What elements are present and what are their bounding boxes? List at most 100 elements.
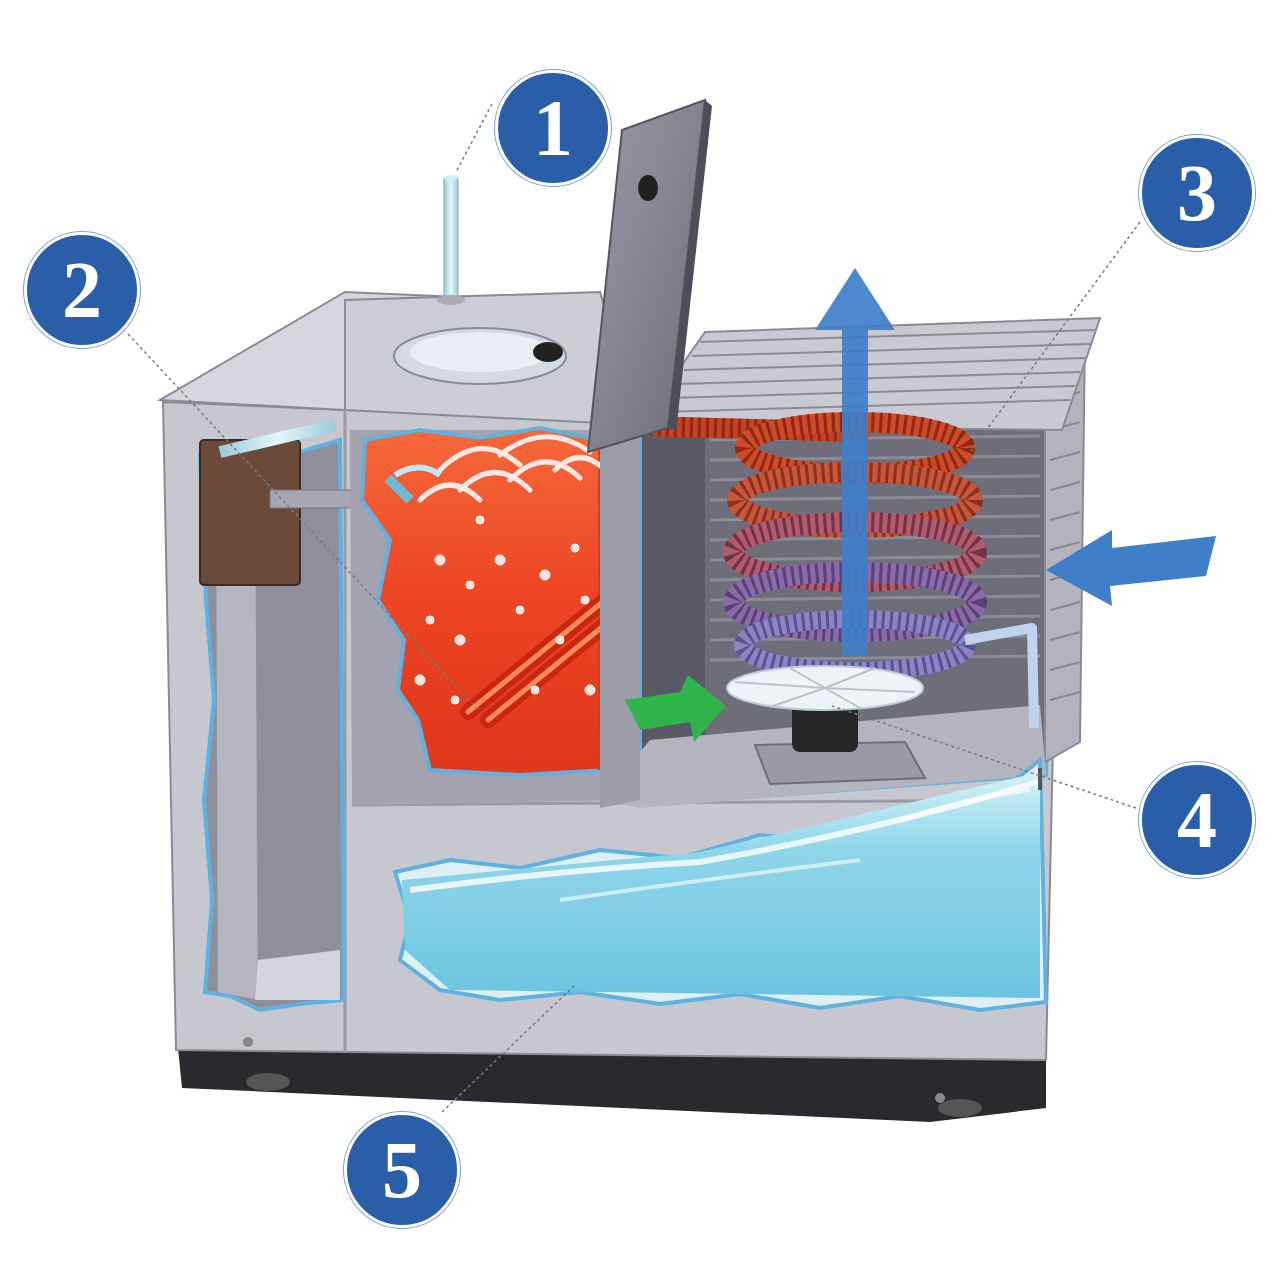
cooling-fan (825, 668, 875, 688)
inlet-pipe (444, 175, 458, 181)
left-compartment (255, 950, 340, 1000)
lid (668, 100, 712, 432)
boiling-chamber (420, 485, 480, 500)
condenser-compartment (676, 372, 1080, 384)
air-flow-arrow (815, 268, 1216, 655)
condenser-compartment (710, 496, 1040, 500)
condenser-compartment (1050, 482, 1080, 490)
condenser-compartment (1050, 602, 1080, 610)
base-shadow (246, 1073, 290, 1091)
boiling-chamber (540, 570, 550, 580)
boiling-chamber (395, 468, 440, 476)
water-tank (900, 790, 1030, 820)
boiling-chamber (435, 555, 445, 565)
cooling-fan (825, 688, 860, 708)
condenser-compartment (710, 556, 1040, 560)
condenser-compartment (1050, 452, 1080, 460)
inlet-pipe (444, 178, 458, 300)
intake-arrow (625, 675, 726, 742)
condenser-compartment (710, 596, 1040, 600)
cooling-fan (770, 688, 825, 707)
condenser-compartment (1050, 512, 1080, 520)
boiling-chamber (495, 555, 505, 565)
air-flow-arrow (1046, 530, 1216, 606)
boiling-chamber (426, 616, 434, 624)
callout-number: 5 (382, 1130, 422, 1210)
boiling-chamber (388, 478, 410, 500)
intake-arrow (625, 675, 726, 742)
boiling-chamber (415, 516, 595, 704)
boiling-chamber (571, 544, 579, 552)
air-flow-arrow (815, 268, 895, 655)
condenser-compartment (1050, 662, 1080, 670)
condenser-compartment (1050, 632, 1080, 640)
left-compartment (220, 425, 335, 452)
housing (935, 1093, 945, 1103)
left-compartment (200, 440, 344, 1010)
cooling-fan (825, 688, 915, 692)
inspection-glass (410, 332, 550, 372)
callout-circle: 1 (495, 70, 611, 186)
boiling-chamber (500, 437, 590, 455)
condenser-compartment (600, 432, 640, 808)
callout-number: 2 (62, 250, 102, 330)
boiling-chamber (468, 600, 605, 712)
inspection-glass (394, 328, 566, 384)
water-tank (395, 760, 1046, 1010)
cooling-fan (735, 682, 825, 688)
boiling-chamber (415, 675, 425, 685)
callout-number: 3 (1177, 153, 1217, 233)
inspection-glass (533, 342, 563, 362)
boiling-chamber (585, 685, 595, 695)
condenser-compartment (692, 344, 1090, 356)
cooling-fan (727, 666, 923, 710)
condenser-compartment (700, 330, 1095, 342)
boiling-chamber (468, 600, 605, 712)
boiling-chamber (488, 614, 618, 720)
boiling-chamber (581, 596, 589, 604)
water-tank (410, 782, 1038, 890)
leader-line (128, 104, 1140, 1112)
base-shadow (938, 1099, 982, 1117)
callout-number: 4 (1177, 780, 1217, 860)
water-tank (560, 860, 860, 900)
boiling-chamber (476, 516, 484, 524)
boiling-chamber (455, 635, 465, 645)
cooling-fan (735, 668, 915, 708)
boiling-chamber (531, 686, 539, 694)
inlet-pipe (437, 175, 465, 305)
leader-line (968, 222, 1140, 455)
boiling-chamber (488, 614, 618, 720)
water-tank (402, 772, 1040, 998)
water-tank (1038, 768, 1042, 790)
boiling-chamber (460, 473, 530, 491)
boiling-chamber (466, 581, 474, 589)
lid (588, 100, 712, 452)
condenser-compartment (1050, 542, 1080, 550)
leader-line (442, 985, 575, 1112)
callout-circle: 2 (24, 232, 140, 348)
callout-number: 1 (533, 88, 573, 168)
condenser-compartment (1050, 692, 1080, 700)
boiling-chamber (516, 606, 524, 614)
callout-circle: 4 (1139, 762, 1255, 878)
callout-circle: 3 (1139, 135, 1255, 251)
inspection-glass (394, 328, 566, 384)
boiling-chamber (555, 458, 605, 471)
callout-circle: 5 (344, 1112, 460, 1228)
condenser-coil (965, 628, 1034, 728)
inlet-pipe (437, 295, 465, 305)
boiling-chamber (350, 428, 640, 805)
condenser-coil (642, 422, 1034, 728)
lid (638, 175, 658, 201)
boiling-chamber (420, 437, 605, 500)
condenser-compartment (684, 358, 1085, 370)
cooling-fan (727, 666, 925, 784)
boiling-chamber (362, 428, 632, 775)
left-compartment (200, 440, 300, 585)
boiling-chamber (451, 696, 459, 704)
leader-line (456, 104, 492, 172)
